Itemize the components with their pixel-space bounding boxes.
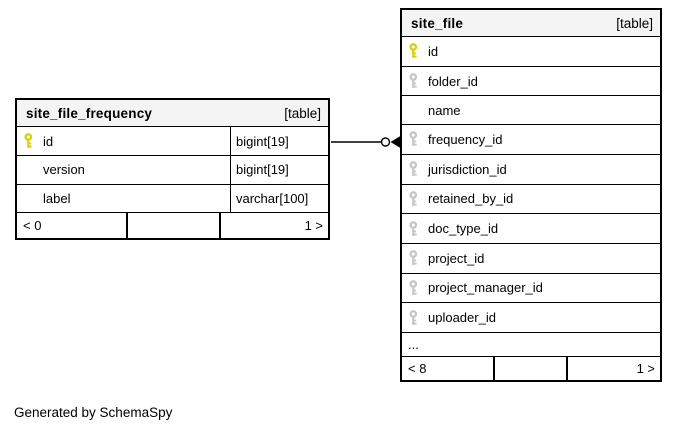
column-name: folder_id xyxy=(428,73,478,89)
footer-middle-cell xyxy=(495,357,568,380)
footer-children-count: < 0 xyxy=(17,213,128,238)
column-name: version xyxy=(43,162,85,178)
column-row-jurisdiction_id[interactable]: jurisdiction_id xyxy=(402,154,660,185)
column-row-doc_type_id[interactable]: doc_type_id xyxy=(402,214,660,244)
footer-children-count: < 8 xyxy=(402,357,495,380)
column-name: project_id xyxy=(428,250,485,266)
foreign-key-icon xyxy=(409,191,426,207)
table-tag: [table] xyxy=(616,15,653,31)
column-row-folder_id[interactable]: folder_id xyxy=(402,66,660,97)
column-row-id[interactable]: id xyxy=(402,37,660,67)
foreign-key-icon xyxy=(409,250,426,266)
fk-arrowhead-icon xyxy=(390,136,400,148)
foreign-key-icon xyxy=(409,73,426,89)
column-name: jurisdiction_id xyxy=(428,161,507,177)
column-name: project_manager_id xyxy=(428,280,543,296)
primary-key-icon xyxy=(409,43,426,59)
column-row-id[interactable]: id bigint[19] xyxy=(17,127,328,157)
column-name: id xyxy=(43,133,54,149)
column-name: frequency_id xyxy=(428,131,503,147)
column-type: bigint[19] xyxy=(230,127,328,156)
primary-key-icon xyxy=(24,133,41,149)
foreign-key-icon xyxy=(409,161,426,177)
column-name: name xyxy=(428,102,461,118)
column-row-project_id[interactable]: project_id xyxy=(402,243,660,274)
column-row-project_manager_id[interactable]: project_manager_id xyxy=(402,273,660,304)
table-columns-list: id bigint[19] version bigint[19] label varcha… xyxy=(17,127,328,213)
column-type: varchar[100] xyxy=(230,184,328,212)
table-footer: < 8 1 > xyxy=(402,357,660,380)
column-name: label xyxy=(43,190,71,206)
generated-by-note: Generated by SchemaSpy xyxy=(14,405,173,420)
column-name: doc_type_id xyxy=(428,221,499,237)
column-name: uploader_id xyxy=(428,310,496,326)
more-columns-ellipsis[interactable]: ... xyxy=(402,333,660,357)
column-row-label[interactable]: label varchar[100] xyxy=(17,184,328,213)
foreign-key-icon xyxy=(409,309,426,326)
table-name[interactable]: site_file xyxy=(411,15,464,31)
column-row-version[interactable]: version bigint[19] xyxy=(17,156,328,185)
column-row-name[interactable]: name xyxy=(402,96,660,126)
foreign-key-icon xyxy=(409,280,426,296)
table-footer: < 0 1 > xyxy=(17,213,328,238)
table-site_file_frequency: site_file_frequency [table] id bigint[19]… xyxy=(15,98,330,240)
foreign-key-icon xyxy=(409,131,426,147)
zero-or-one-circle-icon xyxy=(380,137,391,147)
column-name: retained_by_id xyxy=(428,191,514,207)
column-row-retained_by_id[interactable]: retained_by_id xyxy=(402,184,660,215)
footer-parents-count: 1 > xyxy=(304,218,323,233)
foreign-key-icon xyxy=(409,220,426,237)
table-name[interactable]: site_file_frequency xyxy=(26,105,153,121)
column-row-frequency_id[interactable]: frequency_id xyxy=(402,125,660,155)
footer-parents-count: 1 > xyxy=(636,361,655,376)
column-row-uploader_id[interactable]: uploader_id xyxy=(402,303,660,334)
column-type: bigint[19] xyxy=(230,156,328,184)
column-name: id xyxy=(428,43,439,59)
table-header-site_file[interactable]: site_file [table] xyxy=(402,10,660,37)
table-tag: [table] xyxy=(284,105,321,121)
footer-middle-cell xyxy=(128,213,221,238)
table-header-site_file_frequency[interactable]: site_file_frequency [table] xyxy=(17,100,328,127)
